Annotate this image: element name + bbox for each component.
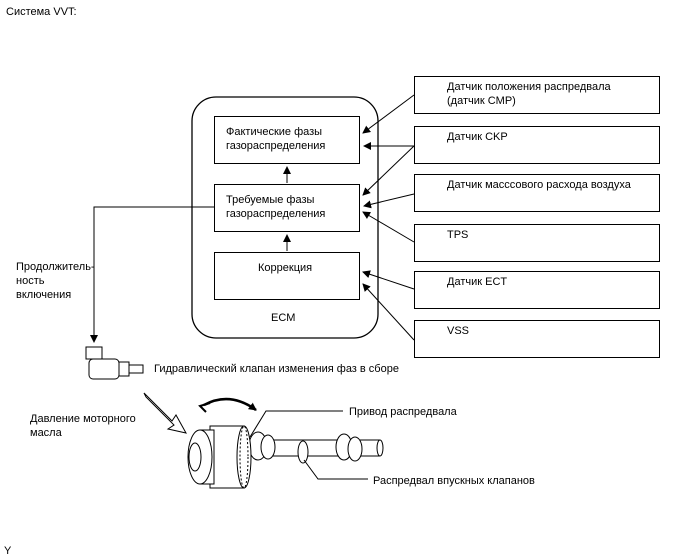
- correction-box: Коррекция: [214, 252, 360, 300]
- oil-label-line1: Давление моторного: [30, 413, 136, 425]
- sensor-cmp-line1: Датчик положения распредвала: [447, 81, 611, 93]
- arrow-ect: [362, 270, 415, 290]
- sensor-cmp-box: Датчик положения распредвала (датчик CMP…: [414, 76, 660, 114]
- sensor-maf-box: Датчик масссового расхода воздуха: [414, 174, 660, 212]
- arrow-ckp-target: [362, 145, 415, 196]
- camshaft-shape: [187, 425, 384, 489]
- camshaft-label: Распредвал впускных клапанов: [373, 475, 535, 487]
- drive-label: Привод распредвала: [349, 406, 457, 418]
- target-timing-line2: газораспределения: [226, 208, 326, 220]
- sensor-ect-box: Датчик ECT: [414, 271, 660, 309]
- duty-label-line2: ность: [16, 275, 45, 287]
- duty-label-line1: Продолжитель-: [16, 261, 95, 273]
- actual-timing-line1: Фактические фазы: [226, 126, 323, 138]
- rotation-arrow: [203, 397, 257, 412]
- ecm-outline: [191, 96, 379, 339]
- arrow-cmp: [362, 94, 415, 134]
- arrow-tps: [362, 211, 415, 243]
- target-timing-line1: Требуемые фазы: [226, 194, 315, 206]
- camshaft-leader: [303, 459, 368, 480]
- corner-mark: Y: [4, 545, 12, 557]
- correction-label: Коррекция: [258, 262, 313, 274]
- oil-pressure-arrow: [143, 392, 187, 434]
- sensor-cmp-line2: (датчик CMP): [447, 95, 516, 107]
- arrow-vss: [362, 283, 415, 341]
- ocv-valve-shape: [85, 346, 144, 380]
- ecm-label: ECM: [271, 312, 296, 324]
- oil-label-line2: масла: [30, 427, 62, 439]
- duty-line: [90, 206, 214, 343]
- actual-timing-line2: газораспределения: [226, 140, 326, 152]
- drive-leader: [249, 410, 343, 438]
- sensor-tps-label: TPS: [447, 229, 469, 241]
- sensor-maf-label: Датчик масссового расхода воздуха: [447, 179, 631, 191]
- sensor-ect-label: Датчик ECT: [447, 276, 508, 288]
- actual-timing-box: Фактические фазы газораспределения: [214, 116, 360, 164]
- sensor-vss-box: VSS: [414, 320, 660, 358]
- sensor-ckp-box: Датчик CKP: [414, 126, 660, 164]
- valve-label: Гидравлический клапан изменения фаз в сб…: [154, 363, 399, 375]
- diagram-title: Система VVT:: [6, 6, 77, 18]
- duty-label-line3: включения: [16, 289, 72, 301]
- arrow-maf: [363, 193, 415, 209]
- sensor-tps-box: TPS: [414, 224, 660, 262]
- sensor-vss-label: VSS: [447, 325, 470, 337]
- sensor-ckp-label: Датчик CKP: [447, 131, 508, 143]
- target-timing-box: Требуемые фазы газораспределения: [214, 184, 360, 232]
